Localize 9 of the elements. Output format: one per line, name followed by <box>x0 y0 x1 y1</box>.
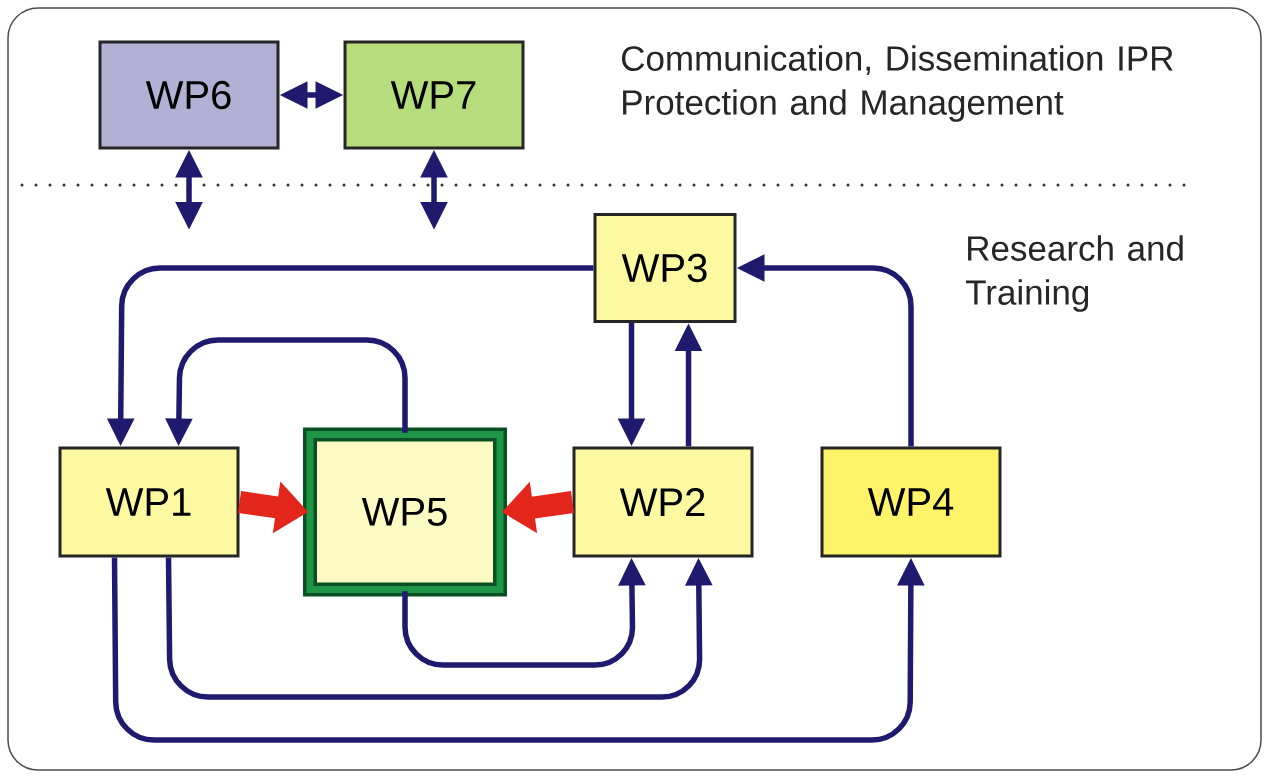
section-heading: Research and Training <box>966 235 1183 312</box>
work-package-box: WP4 <box>820 446 1002 558</box>
work-package-box: WP2 <box>572 446 754 558</box>
work-package-box: WP1 <box>58 446 240 558</box>
section-heading: Communication, Dissemination IPR Protection and Management <box>622 45 1173 122</box>
work-package-box: WP7 <box>343 40 525 150</box>
work-package-box: WP3 <box>593 213 737 323</box>
work-package-box: WP6 <box>98 40 280 150</box>
work-package-box: WP5 <box>303 427 507 597</box>
